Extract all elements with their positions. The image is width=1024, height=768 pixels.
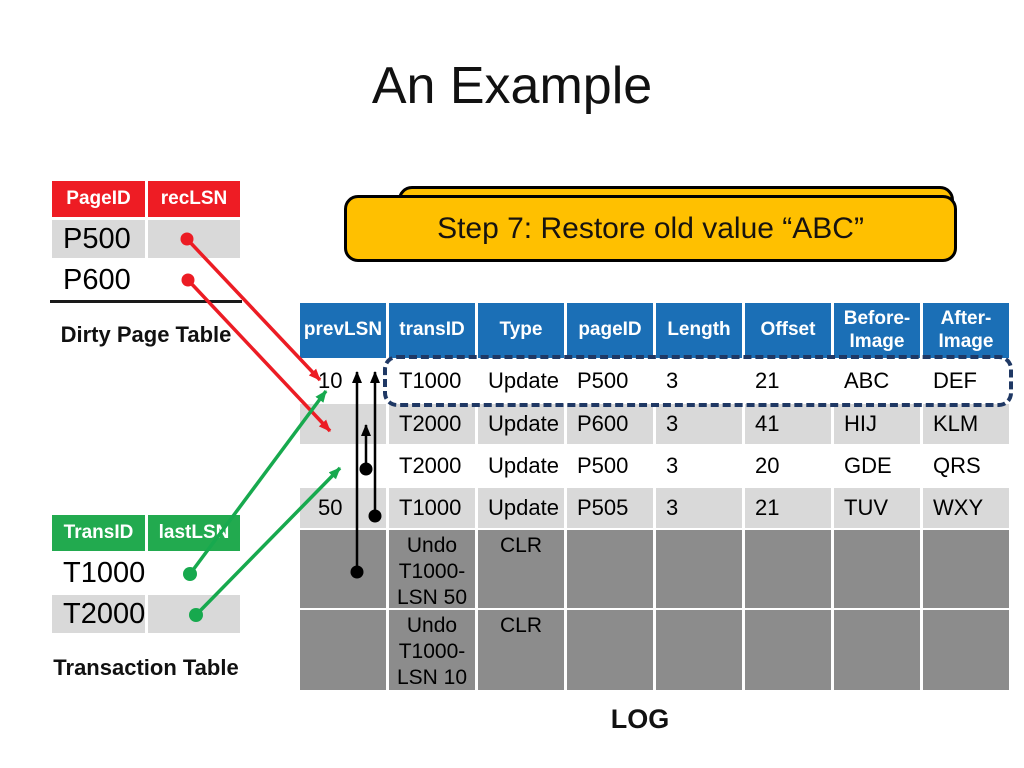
log-cell: 21 <box>745 488 831 528</box>
dpt-underline <box>50 300 242 303</box>
transaction-table-label: Transaction Table <box>53 655 239 680</box>
log-cell: 3 <box>656 360 742 402</box>
log-cell: P500 <box>567 360 653 402</box>
log-header-cell: Length <box>656 303 742 358</box>
log-cell: WXY <box>923 488 1009 528</box>
log-cell: 3 <box>656 404 742 444</box>
log-cell <box>923 610 1009 690</box>
log-cell: Update <box>478 488 564 528</box>
step-callout: Step 7: Restore old value “ABC” <box>344 195 957 262</box>
log-cell <box>745 610 831 690</box>
log-cell: QRS <box>923 446 1009 486</box>
log-cell: P500 <box>567 446 653 486</box>
tt-cell-lastlsn <box>148 595 240 633</box>
log-cell <box>300 530 386 608</box>
dpt-header-pageid: PageID <box>52 181 145 217</box>
dpt-cell-pageid: P500 <box>52 220 145 258</box>
dpt-cell-reclsn <box>148 220 240 258</box>
log-cell: T1000 <box>389 360 475 402</box>
tt-cell-transid: T1000 <box>63 556 146 589</box>
log-cell: T2000 <box>389 404 475 444</box>
log-cell: P600 <box>567 404 653 444</box>
log-cell <box>567 530 653 608</box>
log-cell <box>567 610 653 690</box>
log-cell: T2000 <box>389 446 475 486</box>
log-cell <box>656 530 742 608</box>
log-cell: ABC <box>834 360 920 402</box>
log-cell: 10 <box>300 360 386 402</box>
dirty-page-table: PageID recLSN P500 P600 <box>52 181 240 299</box>
transaction-table: TransID lastLSN T1000 T2000 <box>52 515 240 633</box>
dirty-page-table-label: Dirty Page Table <box>60 322 232 347</box>
tt-header-transid: TransID <box>52 515 145 551</box>
log-cell: CLR <box>478 610 564 690</box>
log-cell: 21 <box>745 360 831 402</box>
log-cell <box>923 530 1009 608</box>
log-cell <box>656 610 742 690</box>
log-cell: 20 <box>745 446 831 486</box>
dpt-cell-pageid: P600 <box>63 263 131 296</box>
log-label: LOG <box>610 704 670 734</box>
log-cell: Update <box>478 360 564 402</box>
log-cell: 3 <box>656 488 742 528</box>
log-cell <box>300 404 386 444</box>
log-cell: HIJ <box>834 404 920 444</box>
log-cell: 50 <box>300 488 386 528</box>
log-cell: T1000 <box>389 488 475 528</box>
log-cell: CLR <box>478 530 564 608</box>
highlighted-log-record-outline <box>383 355 1013 407</box>
log-cell: Undo T1000- LSN 10 <box>389 610 475 690</box>
log-cell: TUV <box>834 488 920 528</box>
log-header-cell: Offset <box>745 303 831 358</box>
log-cell <box>745 530 831 608</box>
dpt-cell-reclsn <box>148 261 240 299</box>
log-header-cell: Type <box>478 303 564 358</box>
log-cell <box>300 446 386 486</box>
log-cell: 41 <box>745 404 831 444</box>
tt-header-lastlsn: lastLSN <box>148 515 240 551</box>
log-cell: KLM <box>923 404 1009 444</box>
log-cell: P505 <box>567 488 653 528</box>
step-callout-text: Step 7: Restore old value “ABC” <box>437 211 864 245</box>
log-cell: 3 <box>656 446 742 486</box>
tt-cell-lastlsn <box>148 554 240 592</box>
log-header-cell: pageID <box>567 303 653 358</box>
log-cell <box>834 610 920 690</box>
log-cell: DEF <box>923 360 1009 402</box>
slide-title: An Example <box>371 57 653 115</box>
log-cell: Update <box>478 404 564 444</box>
log-cell: GDE <box>834 446 920 486</box>
log-header-cell: After- Image <box>923 303 1009 358</box>
log-header-cell: transID <box>389 303 475 358</box>
log-cell <box>300 610 386 690</box>
tt-cell-transid: T2000 <box>52 595 145 633</box>
log-cell: Undo T1000- LSN 50 <box>389 530 475 609</box>
log-cell: Update <box>478 446 564 486</box>
log-cell <box>834 530 920 608</box>
dpt-header-reclsn: recLSN <box>148 181 240 217</box>
log-header-cell: prevLSN <box>300 303 386 358</box>
log-header-cell: Before- Image <box>834 303 920 358</box>
